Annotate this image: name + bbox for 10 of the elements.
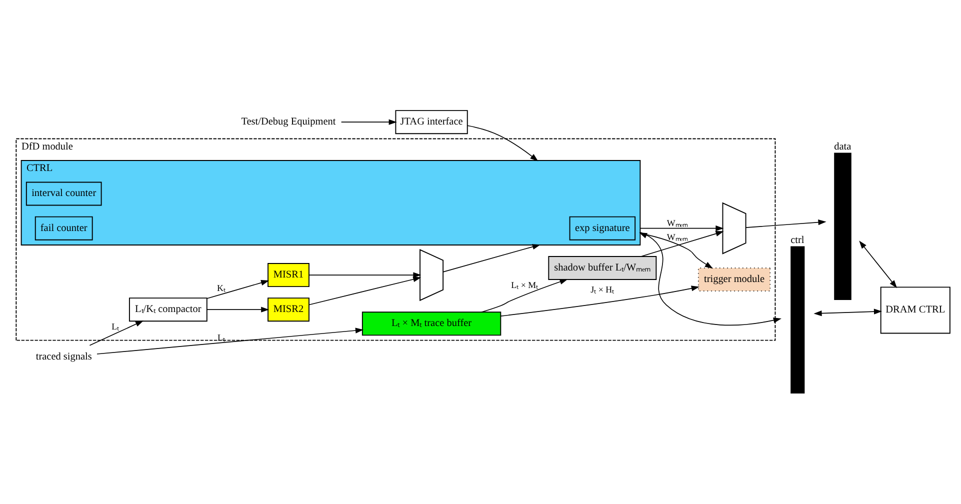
edge-label: Kₜ bbox=[217, 283, 226, 294]
edge-label: Wₘₑₘ bbox=[666, 218, 688, 228]
node-text: traced signals bbox=[36, 351, 92, 362]
edge-label: Lₜ bbox=[112, 322, 120, 332]
edge-label: Jₜ × Hₜ bbox=[590, 284, 614, 294]
node-label: ctrl bbox=[790, 234, 804, 246]
edge-label: Wₘₑₘ bbox=[666, 232, 688, 242]
node-text: Test/Debug Equipment bbox=[241, 116, 336, 128]
node-label: data bbox=[834, 141, 852, 152]
edge-label: Lₜ × Mₜ bbox=[511, 280, 538, 290]
